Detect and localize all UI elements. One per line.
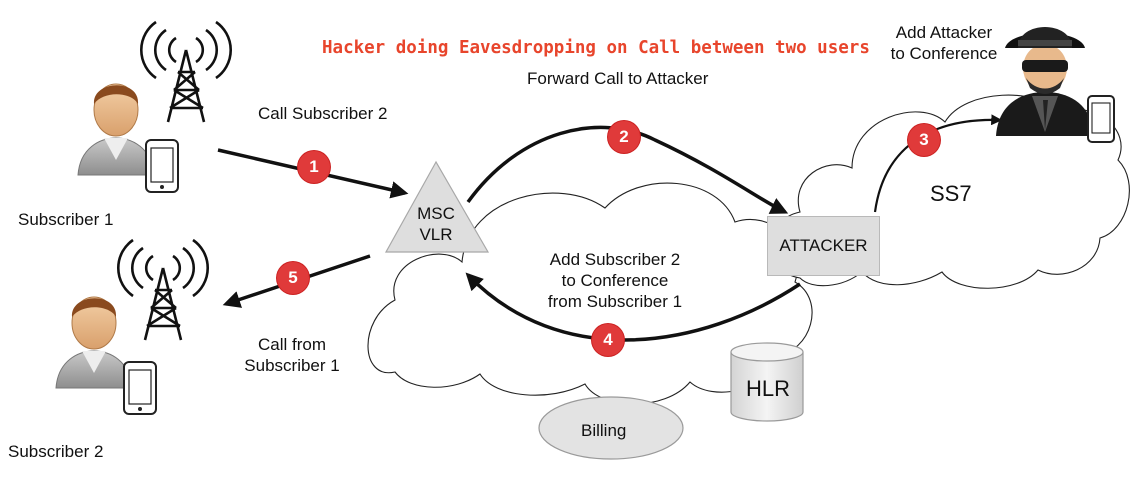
add-sub2-line3: from Subscriber 1 — [547, 292, 683, 311]
add-attacker-line2: to Conference — [890, 44, 998, 63]
vlr-label: VLR — [419, 225, 453, 244]
step-badge-3: 3 — [908, 124, 940, 156]
msc-vlr-node — [384, 160, 490, 253]
forward-call-label: Forward Call to Attacker — [527, 69, 709, 88]
billing-node — [538, 396, 684, 460]
subscriber2-label: Subscriber 2 — [8, 442, 104, 461]
call-from-label: Call from Subscriber 1 — [232, 334, 352, 376]
call-from-line1: Call from — [257, 335, 326, 354]
call-from-line2: Subscriber 1 — [244, 356, 340, 375]
step-badge-5: 5 — [277, 262, 309, 294]
hacker-icon — [996, 27, 1094, 136]
add-sub2-line1: Add Subscriber 2 — [549, 250, 681, 269]
billing-label: Billing — [581, 421, 627, 440]
diagram-title: Hacker doing Eavesdropping on Call betwe… — [322, 38, 870, 58]
step-badge-4: 4 — [592, 324, 624, 356]
hlr-database — [730, 342, 804, 422]
cell-tower-icon — [116, 238, 210, 341]
add-attacker-line1: Add Attacker — [895, 23, 993, 42]
add-sub2-line2: to Conference — [561, 271, 669, 290]
phone-icon — [1087, 95, 1115, 143]
step-badge-1: 1 — [298, 151, 330, 183]
arrow-forward-call — [466, 125, 789, 214]
subscriber1-avatar — [77, 83, 155, 176]
attacker-node: ATTACKER — [767, 216, 880, 276]
phone-icon — [123, 361, 157, 415]
hlr-label: HLR — [746, 376, 791, 401]
add-subscriber2-label: Add Subscriber 2 to Conference from Subs… — [520, 249, 710, 312]
phone-icon — [145, 139, 179, 193]
call-subscriber2-label: Call Subscriber 2 — [258, 104, 388, 123]
ss7-label: SS7 — [930, 181, 972, 206]
arrow-add-subscriber2 — [465, 272, 801, 342]
add-attacker-label: Add Attacker to Conference — [884, 22, 1004, 64]
msc-label: MSC — [417, 204, 455, 223]
cell-tower-icon — [139, 20, 233, 123]
msc-vlr-label: MSC VLR — [406, 203, 466, 245]
step-badge-2: 2 — [608, 121, 640, 153]
subscriber1-label: Subscriber 1 — [18, 210, 114, 229]
subscriber2-avatar — [55, 296, 133, 389]
